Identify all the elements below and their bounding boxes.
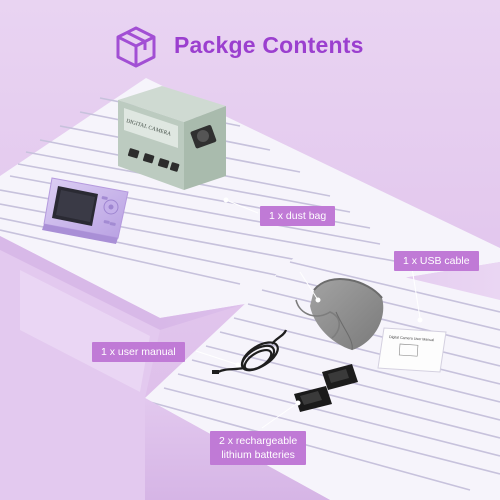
purple-camera — [42, 177, 129, 244]
label-user-manual: 1 x user manual — [92, 342, 185, 362]
batteries — [294, 364, 358, 412]
middle-riser — [160, 262, 500, 330]
label-user-manual-text: 1 x user manual — [101, 346, 176, 358]
label-batteries-line1: 2 x rechargeable — [219, 435, 298, 447]
usb-cable — [212, 329, 288, 374]
label-dust-bag: 1 x dust bag — [260, 206, 336, 226]
camera-box: DIGITAL CAMERA — [118, 86, 226, 190]
manual-cover-text: Digital Camera User Manual — [389, 335, 435, 342]
leader-lines — [195, 197, 423, 429]
label-usb-cable-text: 1 x USB cable — [403, 255, 470, 267]
user-manual-booklet: Digital Camera User Manual — [377, 327, 447, 373]
label-usb-cable: 1 x USB cable — [394, 251, 479, 271]
box-icon — [116, 26, 156, 68]
label-dust-bag-text: 1 x dust bag — [269, 210, 327, 222]
label-batteries: 2 x rechargeable lithium batteries — [210, 431, 307, 465]
page-title: Packge Contents — [174, 32, 364, 58]
dust-bag — [295, 277, 384, 351]
label-batteries-line2: lithium batteries — [221, 449, 295, 461]
